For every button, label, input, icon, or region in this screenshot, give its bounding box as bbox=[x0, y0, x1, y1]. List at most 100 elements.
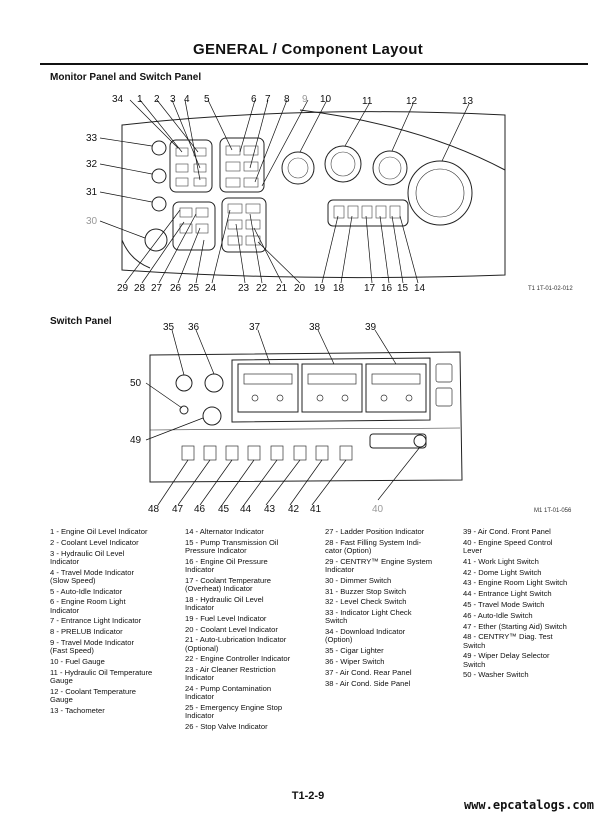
page-title: GENERAL / Component Layout bbox=[192, 41, 424, 58]
legend-item: 26 - Stop Valve Indicator bbox=[185, 722, 268, 732]
callout-13: 13 bbox=[462, 96, 474, 107]
section-heading-monitor: Monitor Panel and Switch Panel bbox=[50, 72, 202, 83]
callout-6: 6 bbox=[251, 94, 257, 105]
callout-48: 48 bbox=[148, 504, 160, 515]
indicator-bar bbox=[327, 199, 409, 227]
callout-27: 27 bbox=[151, 283, 163, 294]
callout-4: 4 bbox=[184, 94, 190, 105]
legend-item: 29 - CENTRY™ Engine System Indicator bbox=[325, 556, 433, 574]
callout-3: 3 bbox=[170, 94, 176, 105]
legend-item: 48 - CENTRY™ Diag. Test Switch bbox=[463, 632, 553, 650]
callout-36: 36 bbox=[188, 322, 200, 333]
legend-item: 10 - Fuel Gauge bbox=[50, 656, 105, 666]
legend-item: 20 - Coolant Level Indicator bbox=[185, 624, 278, 634]
legend-item: 22 - Engine Controller Indicator bbox=[185, 654, 291, 664]
legend-item: 3 - Hydraulic Oil Level Indicator bbox=[50, 548, 125, 566]
callout-34: 34 bbox=[112, 94, 124, 105]
callout-40: 40 bbox=[372, 504, 384, 515]
legend-item: 14 - Alternator Indicator bbox=[185, 527, 264, 536]
callout-20: 20 bbox=[294, 283, 306, 294]
callout-1: 1 bbox=[137, 94, 143, 105]
callout-45: 45 bbox=[218, 504, 230, 515]
dashboard-outline bbox=[121, 111, 506, 279]
callout-39: 39 bbox=[365, 322, 377, 333]
indicator-block-c bbox=[172, 201, 216, 251]
callout-44: 44 bbox=[240, 504, 252, 515]
fuel-gauge bbox=[281, 151, 315, 185]
legend-item: 6 - Engine Room Light Indicator bbox=[50, 597, 126, 615]
callout-22: 22 bbox=[256, 283, 268, 294]
legend-item: 40 - Engine Speed Control Lever bbox=[463, 537, 553, 555]
indicator-block-a bbox=[169, 139, 213, 193]
callout-19: 19 bbox=[314, 283, 326, 294]
callout-28: 28 bbox=[134, 283, 146, 294]
legend-item: 43 - Engine Room Light Switch bbox=[463, 578, 568, 588]
legend-item: 39 - Air Cond. Front Panel bbox=[463, 527, 551, 536]
callout-47: 47 bbox=[172, 504, 184, 515]
legend-item: 47 - Ether (Starting Aid) Switch bbox=[463, 621, 567, 631]
title-rule bbox=[40, 63, 588, 65]
callout-18: 18 bbox=[333, 283, 345, 294]
callout-37: 37 bbox=[249, 322, 261, 333]
callout-14: 14 bbox=[414, 283, 426, 294]
callout-25: 25 bbox=[188, 283, 200, 294]
tachometer bbox=[407, 160, 473, 226]
callout-11: 11 bbox=[362, 96, 373, 107]
indicator-block-b bbox=[219, 137, 265, 193]
callout-21: 21 bbox=[276, 283, 288, 294]
callout-16: 16 bbox=[381, 283, 393, 294]
legend-item: 19 - Fuel Level Indicator bbox=[185, 613, 267, 623]
legend-item: 5 - Auto-Idle Indicator bbox=[50, 586, 123, 596]
legend-column-1: 1 - Engine Oil Level Indicator 2 - Coola… bbox=[50, 527, 185, 778]
legend-item: 45 - Travel Mode Switch bbox=[463, 599, 545, 609]
callout-10: 10 bbox=[320, 94, 332, 105]
coolant-temp-gauge bbox=[372, 150, 408, 186]
callout-33: 33 bbox=[86, 133, 98, 144]
ac-side-panel bbox=[301, 363, 363, 413]
indicator-block-d bbox=[221, 197, 267, 253]
callout-35: 35 bbox=[163, 322, 175, 333]
callout-17: 17 bbox=[364, 283, 376, 294]
callout-41: 41 bbox=[310, 504, 322, 515]
legend-item: 18 - Hydraulic Oil Level Indicator bbox=[185, 594, 264, 612]
callout-9: 9 bbox=[302, 94, 308, 105]
page-number: T1-2-9 bbox=[291, 790, 325, 802]
legend-column-4: 39 - Air Cond. Front Panel 40 - Engine S… bbox=[463, 527, 590, 778]
dimmer-switch bbox=[144, 228, 168, 252]
legend-item: 33 - Indicator Light Check Switch bbox=[325, 608, 412, 626]
callout-49: 49 bbox=[130, 435, 142, 446]
legend-item: 8 - PRELUB Indicator bbox=[50, 627, 123, 637]
legend-item: 50 - Washer Switch bbox=[463, 670, 529, 680]
callout-12: 12 bbox=[406, 96, 418, 107]
figure1-code: T1 1T-01-02-012 bbox=[528, 286, 573, 292]
legend-item: 41 - Work Light Switch bbox=[463, 556, 539, 566]
legend-item: 30 - Dimmer Switch bbox=[325, 575, 392, 585]
callout-2: 2 bbox=[154, 94, 160, 105]
callout-5: 5 bbox=[204, 94, 210, 105]
light-check-switch bbox=[151, 140, 167, 156]
cigar-lighter bbox=[175, 374, 193, 392]
callout-50: 50 bbox=[130, 378, 142, 389]
switch-panel-outline bbox=[149, 351, 463, 483]
callout-26: 26 bbox=[170, 283, 182, 294]
legend-item: 16 - Engine Oil Pressure Indicator bbox=[185, 556, 268, 574]
legend-item: 37 - Air Cond. Rear Panel bbox=[325, 667, 412, 677]
legend-item: 1 - Engine Oil Level Indicator bbox=[50, 527, 148, 536]
buzzer-stop-switch bbox=[151, 196, 167, 212]
legend-item: 21 - Auto-Lubrication Indicator (Optiona… bbox=[185, 635, 287, 653]
legend-item: 12 - Coolant Temperature Gauge bbox=[50, 686, 136, 704]
legend-item: 15 - Pump Transmission Oil Pressure Indi… bbox=[185, 537, 279, 555]
callout-29: 29 bbox=[117, 283, 129, 294]
legend-item: 4 - Travel Mode Indicator (Slow Speed) bbox=[50, 567, 134, 585]
ac-front-panel bbox=[365, 363, 427, 413]
callout-31: 31 bbox=[86, 187, 98, 198]
watermark: www.epcatalogs.com bbox=[463, 798, 594, 812]
figure2-code: M1 1T-01-056 bbox=[534, 508, 572, 514]
callout-24: 24 bbox=[205, 283, 217, 294]
legend-item: 7 - Entrance Light Indicator bbox=[50, 616, 142, 626]
callout-38: 38 bbox=[309, 322, 321, 333]
component-legend: 1 - Engine Oil Level Indicator 2 - Coola… bbox=[50, 527, 590, 778]
section-heading-switch: Switch Panel bbox=[50, 316, 112, 327]
